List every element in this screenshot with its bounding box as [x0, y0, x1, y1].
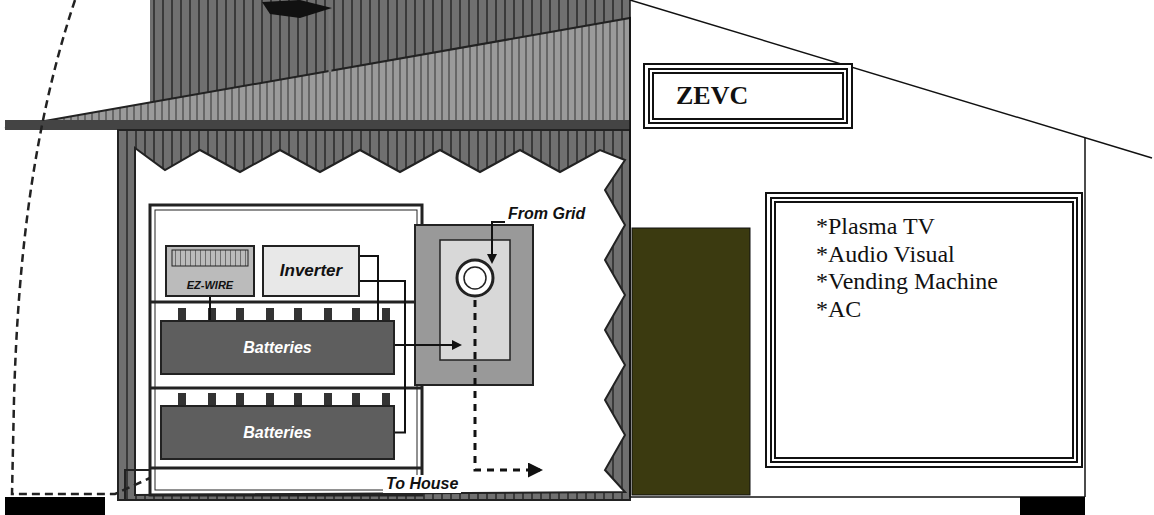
- battery-bank: Batteries: [160, 320, 395, 375]
- charge-controller-box: EZ-WIRE: [165, 245, 255, 297]
- node-label: Inverter: [280, 261, 342, 281]
- house-feed: [475, 300, 540, 470]
- terminal: [352, 308, 360, 320]
- foundation-left: [5, 497, 105, 515]
- terminal: [324, 308, 332, 320]
- terminal: [324, 393, 332, 405]
- terminal: [382, 308, 390, 320]
- terminal: [294, 308, 302, 320]
- turbine-cable: [12, 0, 150, 494]
- list-item: *Audio Visual: [816, 241, 955, 269]
- door: [632, 228, 750, 495]
- list-item: *AC: [816, 296, 861, 324]
- equipment-list-box: *Plasma TV*Audio Visual*Vending Machine*…: [770, 197, 1078, 463]
- list-item: *Plasma TV: [816, 213, 935, 241]
- terminal: [294, 393, 302, 405]
- sign-box: ZEVC: [648, 68, 848, 124]
- terminal: [236, 393, 244, 405]
- node-label: ZEVC: [676, 81, 748, 111]
- ground-wire: [125, 470, 150, 500]
- battery-rack: [150, 205, 422, 495]
- charge-controller: [165, 245, 255, 297]
- flow-label: To House: [383, 475, 461, 493]
- node-label: EZ-WIRE: [187, 279, 233, 291]
- grid-wire: [492, 222, 585, 262]
- flow-label: From Grid: [505, 205, 588, 223]
- terminal: [236, 308, 244, 320]
- battery-bank: Batteries: [160, 405, 395, 460]
- foundation-right: [1020, 497, 1085, 515]
- terminal: [266, 308, 274, 320]
- terminal: [382, 393, 390, 405]
- inverter-box: Inverter: [262, 245, 360, 297]
- inverter-housing: [262, 245, 360, 297]
- node-label: Batteries: [243, 424, 311, 442]
- terminal: [178, 308, 186, 320]
- house-wall: [5, 0, 630, 500]
- list-item: *Vending Machine: [816, 268, 998, 296]
- terminal: [208, 393, 216, 405]
- wind-turbine: [262, 0, 332, 18]
- node-label: Batteries: [243, 339, 311, 357]
- wall-cutout: [135, 148, 625, 495]
- zevc-building: [630, 0, 1152, 497]
- terminal: [178, 393, 186, 405]
- turbine-pole: [329, 10, 332, 72]
- terminal: [352, 393, 360, 405]
- wire: [209, 297, 211, 320]
- terminal: [266, 393, 274, 405]
- controller-display: [172, 250, 248, 266]
